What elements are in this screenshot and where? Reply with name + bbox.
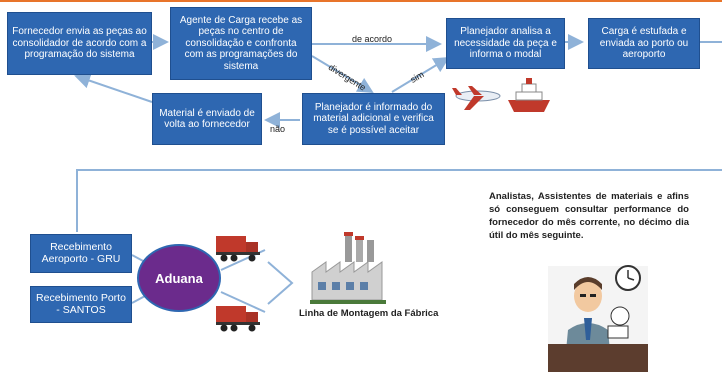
box-agente-de-carga: Agente de Carga recebe as peças no centr… [170, 7, 312, 80]
label-de-acordo: de acordo [352, 34, 393, 44]
factory-label: Linha de Montagem da Fábrica [299, 308, 439, 319]
worried-person-illustration [548, 265, 648, 372]
box-planejador-informado: Planejador é informado do material adici… [302, 93, 445, 145]
ship-icon [508, 78, 550, 112]
box-planejador-analisa: Planejador analisa a necessidade da peça… [446, 18, 565, 69]
arrow-6-1 [74, 72, 153, 103]
link-porto-aduana [131, 295, 146, 304]
box-recebimento-porto: Recebimento Porto - SANTOS [30, 286, 132, 323]
link-aduana-truck2 [220, 291, 266, 313]
arrow-2-5 [311, 55, 374, 94]
truck-icon-top [216, 236, 260, 262]
performance-note: Analistas, Assistentes de materiais e af… [489, 191, 689, 241]
arrow-5-3 [391, 56, 450, 93]
top-accent-line [0, 0, 722, 2]
truck-icon-bottom [216, 306, 260, 332]
chevron-to-factory [267, 261, 294, 305]
lower-link-line [76, 169, 722, 232]
label-nao: não [270, 124, 286, 134]
airplane-icon [452, 86, 501, 110]
box-material-enviado: Material é enviado de volta ao fornecedo… [152, 93, 262, 145]
aduana-circle: Aduana [137, 244, 221, 312]
box-recebimento-aeroporto: Recebimento Aeroporto - GRU [30, 234, 132, 273]
factory-icon [310, 232, 386, 304]
box-fornecedor-envia: Fornecedor envia as peças ao consolidado… [7, 12, 152, 75]
box-carga-estufada: Carga é estufada e enviada ao porto ou a… [588, 18, 700, 69]
